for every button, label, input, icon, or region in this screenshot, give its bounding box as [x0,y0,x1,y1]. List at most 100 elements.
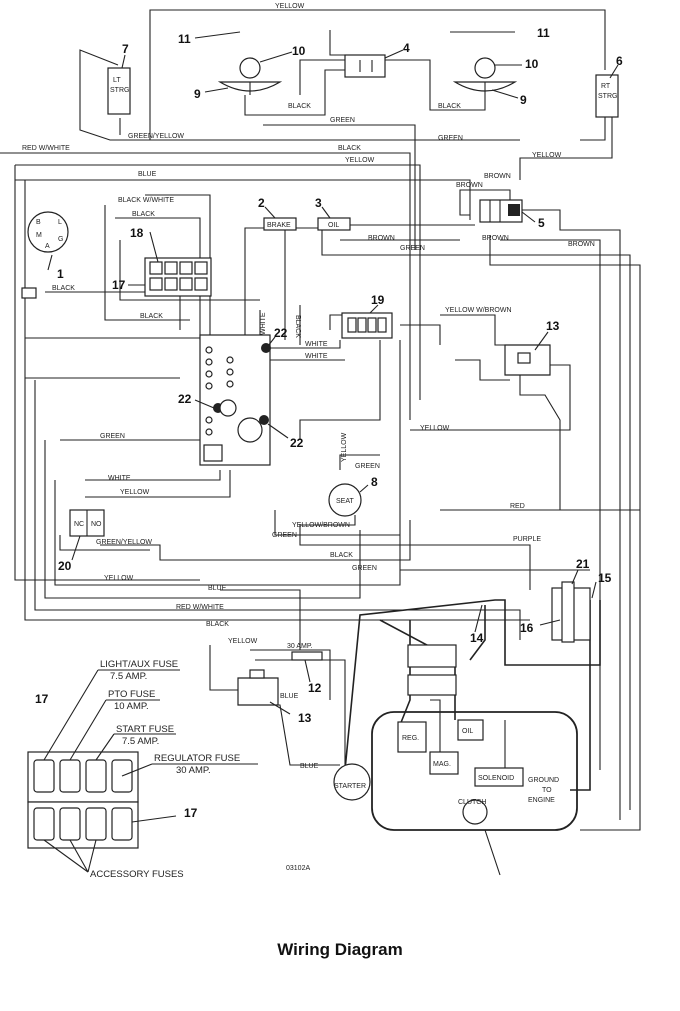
key-switch: B M L G A [27,211,69,253]
callout-5: 5 [538,216,545,230]
svg-text:BLUE: BLUE [138,171,157,178]
svg-text:YELLOW/BROWN: YELLOW/BROWN [292,522,350,529]
callout-2: 2 [258,196,265,210]
svg-text:STARTER: STARTER [334,783,366,790]
engine-connector-upper [407,644,457,668]
svg-text:YELLOW: YELLOW [120,489,150,496]
light-aux-fuse-label: LIGHT/AUX FUSE [100,659,178,670]
relay-13-top [504,344,551,376]
callout-21: 21 [576,557,590,571]
svg-text:OIL: OIL [328,222,339,229]
svg-text:YELLOW: YELLOW [345,157,375,164]
svg-text:GREEN/YELLOW: GREEN/YELLOW [96,539,152,546]
svg-text:BROWN: BROWN [482,235,509,242]
svg-text:GREEN: GREEN [352,565,377,572]
svg-text:YELLOW: YELLOW [228,638,258,645]
svg-text:RED: RED [510,503,525,510]
seat-switch: SEAT [328,483,362,517]
svg-text:BLACK: BLACK [140,313,163,320]
black-vertical-label: BLACK [294,315,301,338]
callout-9-left: 9 [194,87,201,101]
wire-labels: YELLOW BLACK GREEN BLACK GREEN/YELLOW GR… [22,3,595,770]
callout-22-a: 22 [274,326,288,340]
svg-text:BLUE: BLUE [300,763,319,770]
light-aux-fuse-amp: 7.5 AMP. [110,671,147,682]
svg-text:WHITE: WHITE [305,341,328,348]
svg-text:GREEN: GREEN [272,532,297,539]
svg-text:GREEN: GREEN [100,433,125,440]
yellow-vertical-label: YELLOW [341,432,348,462]
svg-text:CLUTCH: CLUTCH [458,799,486,806]
svg-text:SOLENOID: SOLENOID [478,775,514,782]
regulator-fuse-label: REGULATOR FUSE [154,753,240,764]
diagram-title: Wiring Diagram [277,940,403,959]
connector-5 [479,199,523,223]
callout-1: 1 [57,267,64,281]
callout-14: 14 [470,631,484,645]
svg-text:BLACK: BLACK [438,103,461,110]
accessory-fuses-label: ACCESSORY FUSES [90,869,184,880]
callout-10-left: 10 [292,44,306,58]
svg-text:STRG: STRG [598,93,617,100]
light-switch-4 [344,54,386,78]
svg-text:TO: TO [542,787,552,794]
callout-10-right: 10 [525,57,539,71]
main-control-module [199,334,271,466]
callout-leaders [47,49,619,715]
callout-17-fuse-bottom: 17 [184,806,198,820]
pto-fuse-label: PTO FUSE [108,689,155,700]
svg-text:YELLOW: YELLOW [275,3,305,10]
callout-3: 3 [315,196,322,210]
lamp-wire-left [194,31,241,39]
rectifier-21 [551,581,591,643]
svg-text:BROWN: BROWN [368,235,395,242]
figure-code: 03102A [286,865,310,872]
oil-pressure-switch: OIL [317,217,351,231]
svg-text:BLACK: BLACK [52,285,75,292]
callouts: 1 2 3 4 5 6 7 8 9 9 10 10 11 11 12 13 13… [35,26,623,820]
svg-text:PURPLE: PURPLE [513,536,541,543]
svg-text:ENGINE: ENGINE [528,797,555,804]
svg-text:RT: RT [601,83,611,90]
svg-text:BLACK: BLACK [330,552,353,559]
svg-text:BROWN: BROWN [456,182,483,189]
svg-text:GROUND: GROUND [528,777,559,784]
svg-text:NO: NO [91,521,102,528]
svg-text:BLACK: BLACK [132,211,155,218]
callout-8: 8 [371,475,378,489]
callout-13-top: 13 [546,319,560,333]
callout-17-top: 17 [112,278,126,292]
svg-text:BLACK: BLACK [288,103,311,110]
callout-11-right: 11 [537,26,550,40]
callout-18: 18 [130,226,144,240]
callout-12: 12 [308,681,322,695]
svg-text:YELLOW: YELLOW [104,575,134,582]
callout-22-c: 22 [290,436,304,450]
svg-text:BLACK: BLACK [206,621,229,628]
svg-text:B: B [36,219,41,226]
left-headlight [217,57,283,95]
svg-text:M: M [36,232,42,239]
brake-switch: BRAKE [263,217,297,231]
svg-text:A: A [45,243,50,250]
svg-text:GREEN: GREEN [355,463,380,470]
svg-text:BRAKE: BRAKE [267,222,291,229]
svg-text:RED W/WHITE: RED W/WHITE [22,145,70,152]
switch-20: NC NO [69,509,105,537]
callout-6: 6 [616,54,623,68]
connector-19 [341,312,393,339]
start-fuse-amp: 7.5 AMP. [122,736,159,747]
svg-text:YELLOW W/BROWN: YELLOW W/BROWN [445,307,512,314]
starter: STARTER [333,763,371,801]
pto-fuse-amp: 10 AMP. [114,701,149,712]
svg-text:L: L [58,219,62,226]
svg-text:GREEN: GREEN [438,135,463,142]
fuse-row-bottom [33,807,133,841]
callout-22-b: 22 [178,392,192,406]
svg-text:YELLOW: YELLOW [532,152,562,159]
right-headlight [452,57,518,95]
power-plug [21,287,37,299]
svg-text:GREEN: GREEN [330,117,355,124]
svg-text:OIL: OIL [462,728,473,735]
